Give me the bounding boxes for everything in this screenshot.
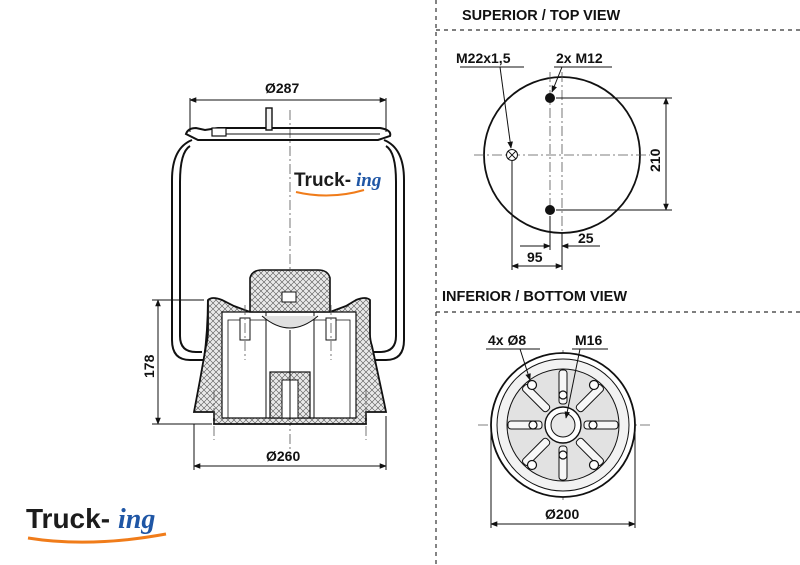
bottom-diameter-label: Ø200 (545, 506, 579, 522)
bottom-view: INFERIOR / BOTTOM VIEW (442, 289, 650, 528)
side-view: Ø287 178 (141, 80, 405, 470)
svg-text:Truck-: Truck- (26, 503, 110, 534)
height-label: 178 (141, 354, 157, 378)
top-studs-label: 2x M12 (556, 50, 603, 66)
brand-logo: Truck- ing (26, 503, 167, 544)
bottom-holes-label: 4x Ø8 (488, 332, 526, 348)
offset-large-label: 95 (527, 249, 543, 265)
top-view-title: SUPERIOR / TOP VIEW (462, 8, 621, 24)
top-center-thread-label: M22x1,5 (456, 50, 511, 66)
svg-text:ing: ing (118, 504, 155, 535)
top-view: SUPERIOR / TOP VIEW M22x1,5 2x M12 210 2… (456, 8, 672, 270)
bottom-thread-label: M16 (575, 332, 602, 348)
bottom-view-title: INFERIOR / BOTTOM VIEW (442, 289, 627, 305)
top-diameter-label: Ø287 (265, 80, 299, 96)
svg-text:ing: ing (356, 170, 381, 191)
watermark-logo: Truck- ing (294, 170, 381, 197)
offset-small-label: 25 (578, 230, 594, 246)
svg-text:Truck-: Truck- (294, 170, 351, 191)
stud-spacing-label: 210 (647, 148, 663, 172)
bottom-diameter-label: Ø260 (266, 448, 300, 464)
